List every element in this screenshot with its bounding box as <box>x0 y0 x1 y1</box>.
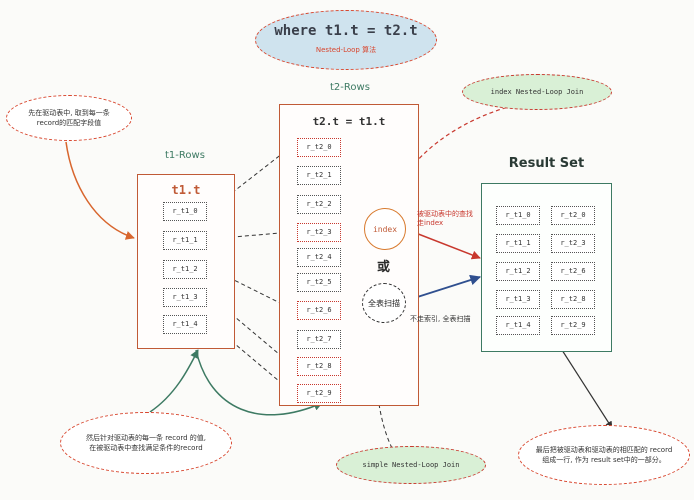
index-lookup-label: 被驱动表中的查找 走index <box>417 210 473 228</box>
note-simple-nested-loop-join: simple Nested-Loop Join <box>336 446 486 484</box>
arrow-step1-to-t1 <box>65 141 135 240</box>
t2-row-cell: r_t2_9 <box>297 384 341 403</box>
t1-row-cell: r_t1_4 <box>163 315 207 334</box>
title-cloud: where t1.t = t2.t Nested-Loop 算法 <box>255 10 437 70</box>
t2-row-cell: r_t2_4 <box>297 248 341 267</box>
arrow-step2-to-t2 <box>195 349 323 416</box>
t1-row-cell: r_t1_0 <box>163 202 207 221</box>
index-circle: index <box>364 208 406 250</box>
t2-row-cell: r_t2_7 <box>297 330 341 349</box>
t2-row-cell: r_t2_3 <box>297 223 341 242</box>
title-subtitle: Nested-Loop 算法 <box>315 46 377 54</box>
t1-row-cell: r_t1_1 <box>163 231 207 250</box>
note-step3: 最后把被驱动表和驱动表的相匹配的 record 组成一行, 作为 result … <box>518 425 690 485</box>
note-step2: 然后针对驱动表的每一条 record 的值, 在被驱动表中查找满足条件的reco… <box>60 412 232 474</box>
result-right-cell: r_t2_9 <box>551 316 595 335</box>
result-right-cell: r_t2_3 <box>551 234 595 253</box>
arrow-index-to-result <box>407 229 481 260</box>
result-left-cell: r_t1_1 <box>496 234 540 253</box>
t2-row-cell: r_t2_6 <box>297 301 341 320</box>
result-left-cell: r_t1_4 <box>496 316 540 335</box>
result-left-cell: r_t1_3 <box>496 290 540 309</box>
t1-row-cell: r_t1_3 <box>163 288 207 307</box>
or-label: 或 <box>377 260 391 275</box>
result-left-cell: r_t1_2 <box>496 262 540 281</box>
fullscan-circle: 全表扫描 <box>362 283 406 323</box>
t2-row-cell: r_t2_2 <box>297 195 341 214</box>
t2-rows-label: t2-Rows <box>330 82 370 93</box>
result-left-cell: r_t1_0 <box>496 206 540 225</box>
result-set-title: Result Set <box>508 156 585 171</box>
arrow-result-to-step3 <box>561 349 613 429</box>
t1-rows-label: t1-Rows <box>165 150 205 161</box>
result-right-cell: r_t2_0 <box>551 206 595 225</box>
t2-row-cell: r_t2_1 <box>297 166 341 185</box>
t1-table-title: t1.t <box>171 183 201 197</box>
t2-row-cell: r_t2_0 <box>297 138 341 157</box>
result-right-cell: r_t2_8 <box>551 290 595 309</box>
note-index-nested-loop-join: index Nested-Loop Join <box>462 74 612 110</box>
t2-table-title: t2.t = t1.t <box>312 115 386 128</box>
t1-row-cell: r_t1_2 <box>163 260 207 279</box>
note-step1: 先在驱动表中, 取到每一条 record的匹配字段值 <box>6 95 132 141</box>
fullscan-label: 不走索引, 全表扫描 <box>410 315 471 323</box>
arrow-step2-to-t1 <box>149 349 199 413</box>
result-right-cell: r_t2_6 <box>551 262 595 281</box>
title-main: where t1.t = t2.t <box>274 23 418 39</box>
t2-row-cell: r_t2_5 <box>297 273 341 292</box>
arrow-fullscan-to-result <box>407 274 482 301</box>
t2-row-cell: r_t2_8 <box>297 357 341 376</box>
